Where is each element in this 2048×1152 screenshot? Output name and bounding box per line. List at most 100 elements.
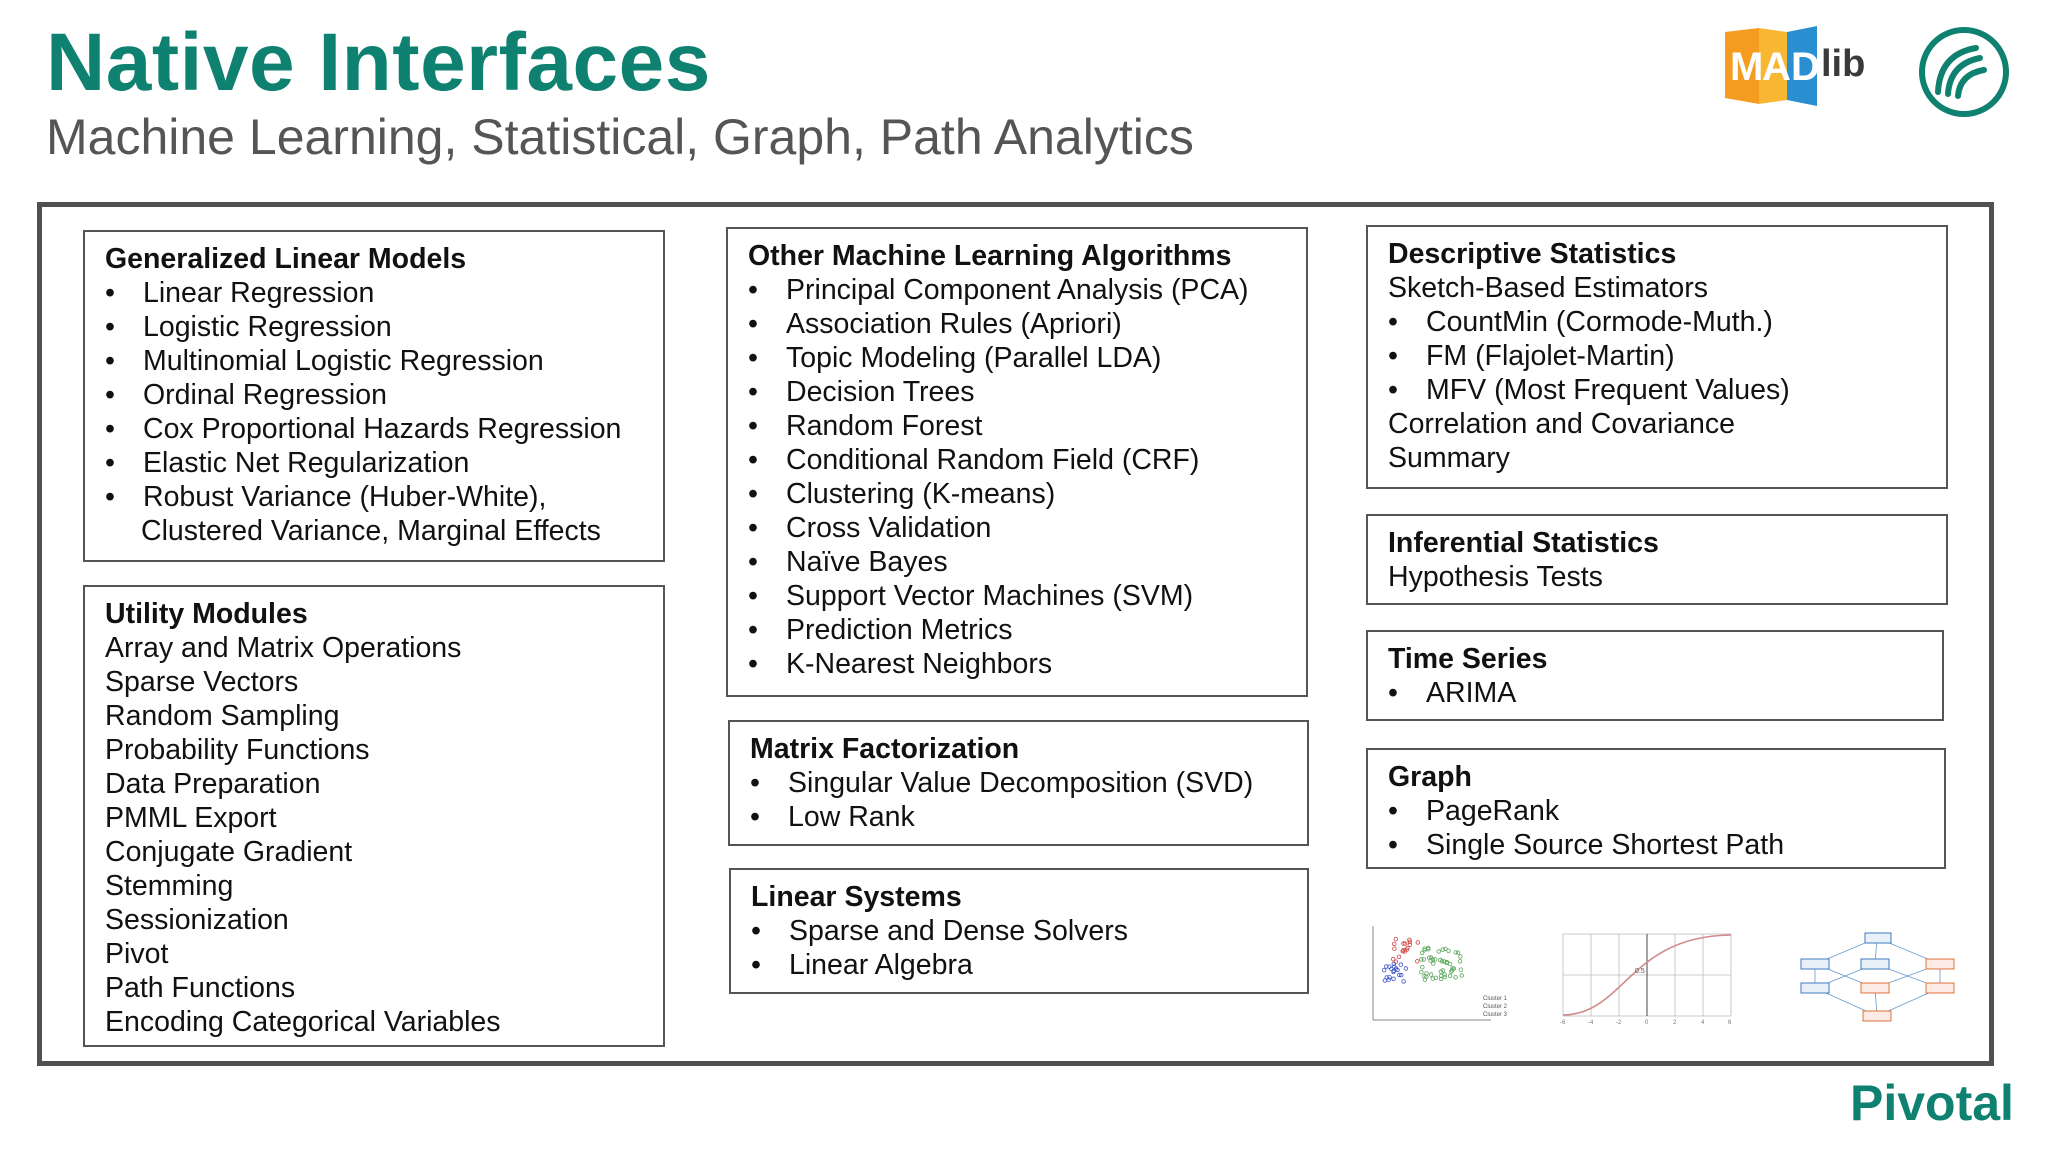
list-item: Elastic Net Regularization — [105, 446, 663, 480]
scatter-point — [1384, 964, 1389, 969]
list-item: Association Rules (Apriori) — [748, 307, 1306, 341]
madlib-letter-lib: lib — [1821, 43, 1865, 85]
scatter-point — [1431, 961, 1436, 966]
sigmoid-curve-thumbnail: 0.5 -6 -4 -2 0 2 4 6 — [1560, 933, 1732, 1026]
sigmoid-x-tick: 6 — [1728, 1020, 1732, 1026]
list-item: Sparse and Dense Solvers — [751, 914, 1307, 948]
page-title: Native Interfaces — [46, 17, 711, 108]
inferential-box: Inferential Statistics Hypothesis Tests — [1366, 514, 1948, 605]
scatter-point — [1392, 946, 1397, 951]
utility-item: Path Functions — [105, 972, 296, 1004]
scatter-point — [1453, 975, 1458, 980]
scatter-point — [1396, 954, 1402, 959]
sigmoid-x-tick: 4 — [1701, 1020, 1705, 1026]
scatter-point — [1442, 972, 1447, 977]
utility-item: Pivot — [105, 938, 169, 970]
matrix-box: Matrix Factorization Singular Value Deco… — [728, 720, 1309, 846]
scatter-legend-1: Cluster 1 — [1483, 996, 1508, 1002]
list-item: FM (Flajolet-Martin) — [1388, 339, 1946, 373]
scatter-point — [1440, 947, 1445, 952]
timeseries-box: Time Series ARIMA — [1366, 630, 1944, 721]
inferential-sub: Hypothesis Tests — [1388, 561, 1603, 593]
list-item: CountMin (Cormode-Muth.) — [1388, 305, 1946, 339]
list-item: Cox Proportional Hazards Regression — [105, 412, 663, 446]
scatter-point — [1430, 957, 1435, 962]
list-item: Prediction Metrics — [748, 613, 1306, 647]
graph-list: PageRank Single Source Shortest Path — [1388, 794, 1944, 862]
scatter-point — [1402, 941, 1408, 946]
scatter-plot-thumbnail: Cluster 1 Cluster 2 Cluster 3 — [1372, 926, 1508, 1021]
glm-continuation: Clustered Variance, Marginal Effects — [141, 515, 601, 547]
list-item: Single Source Shortest Path — [1388, 828, 1944, 862]
scatter-point — [1397, 972, 1402, 978]
madlib-letter-a: A — [1762, 45, 1791, 89]
glm-list: Linear Regression Logistic Regression Mu… — [105, 276, 663, 514]
list-item: Conditional Random Field (CRF) — [748, 443, 1306, 477]
scatter-point — [1387, 975, 1392, 980]
scatter-point — [1392, 964, 1397, 969]
list-item: Ordinal Regression — [105, 378, 663, 412]
scatter-point — [1450, 966, 1455, 971]
scatter-point — [1438, 976, 1444, 982]
list-item: Clustering (K-means) — [748, 477, 1306, 511]
greenplum-swirl-logo — [1919, 27, 2009, 117]
other-ml-heading: Other Machine Learning Algorithms — [748, 240, 1232, 272]
scatter-legend-3: Cluster 3 — [1483, 1012, 1508, 1018]
scatter-point — [1391, 976, 1396, 981]
list-item: ARIMA — [1388, 676, 1942, 710]
scatter-point — [1426, 955, 1432, 960]
descriptive-box: Descriptive Statistics Sketch-Based Esti… — [1366, 225, 1948, 489]
scatter-point — [1428, 972, 1434, 977]
scatter-point — [1449, 968, 1455, 973]
scatter-point — [1391, 961, 1396, 966]
scatter-point — [1457, 959, 1463, 964]
list-item: Principal Component Analysis (PCA) — [748, 273, 1306, 307]
scatter-legend-2: Cluster 2 — [1483, 1004, 1508, 1010]
scatter-point — [1458, 954, 1463, 959]
scatter-point — [1419, 950, 1425, 956]
utility-item: Array and Matrix Operations — [105, 632, 462, 664]
scatter-point — [1382, 978, 1388, 983]
scatter-point — [1400, 949, 1405, 954]
sigmoid-x-tick: -2 — [1616, 1020, 1622, 1026]
scatter-point — [1401, 979, 1406, 984]
scatter-point — [1458, 967, 1464, 972]
list-item: Multinomial Logistic Regression — [105, 344, 663, 378]
utility-item: Random Sampling — [105, 700, 340, 732]
scatter-point — [1387, 964, 1392, 969]
timeseries-list: ARIMA — [1388, 676, 1942, 710]
utility-item: PMML Export — [105, 802, 277, 834]
scatter-point — [1399, 972, 1404, 978]
list-item: PageRank — [1388, 794, 1944, 828]
other-ml-box: Other Machine Learning Algorithms Princi… — [726, 227, 1308, 697]
list-item: Naïve Bayes — [748, 545, 1306, 579]
list-item: Cross Validation — [748, 511, 1306, 545]
scatter-point — [1433, 975, 1439, 980]
sigmoid-x-tick: 0 — [1645, 1020, 1649, 1026]
list-item: Linear Regression — [105, 276, 663, 310]
scatter-point — [1421, 957, 1426, 962]
descriptive-sub: Sketch-Based Estimators — [1388, 272, 1708, 304]
scatter-point — [1447, 961, 1453, 967]
descriptive-heading: Descriptive Statistics — [1388, 238, 1677, 270]
descriptive-extra: Summary — [1388, 442, 1510, 474]
scatter-point — [1446, 948, 1451, 953]
scatter-point — [1403, 966, 1409, 971]
linear-list: Sparse and Dense Solvers Linear Algebra — [751, 914, 1307, 982]
list-item: Robust Variance (Huber-White), — [105, 480, 663, 514]
scatter-point — [1398, 962, 1403, 967]
utility-item: Data Preparation — [105, 768, 321, 800]
scatter-point — [1407, 937, 1412, 942]
scatter-point — [1459, 973, 1464, 978]
content-frame — [37, 202, 1994, 1066]
scatter-point — [1419, 957, 1424, 962]
list-item: Logistic Regression — [105, 310, 663, 344]
sigmoid-x-tick: -6 — [1560, 1020, 1566, 1026]
list-item: Random Forest — [748, 409, 1306, 443]
scatter-point — [1393, 937, 1399, 942]
utility-item: Probability Functions — [105, 734, 370, 766]
scatter-point — [1415, 959, 1420, 964]
scatter-point — [1436, 949, 1441, 954]
utility-item: Stemming — [105, 870, 234, 902]
scatter-point — [1415, 940, 1420, 945]
